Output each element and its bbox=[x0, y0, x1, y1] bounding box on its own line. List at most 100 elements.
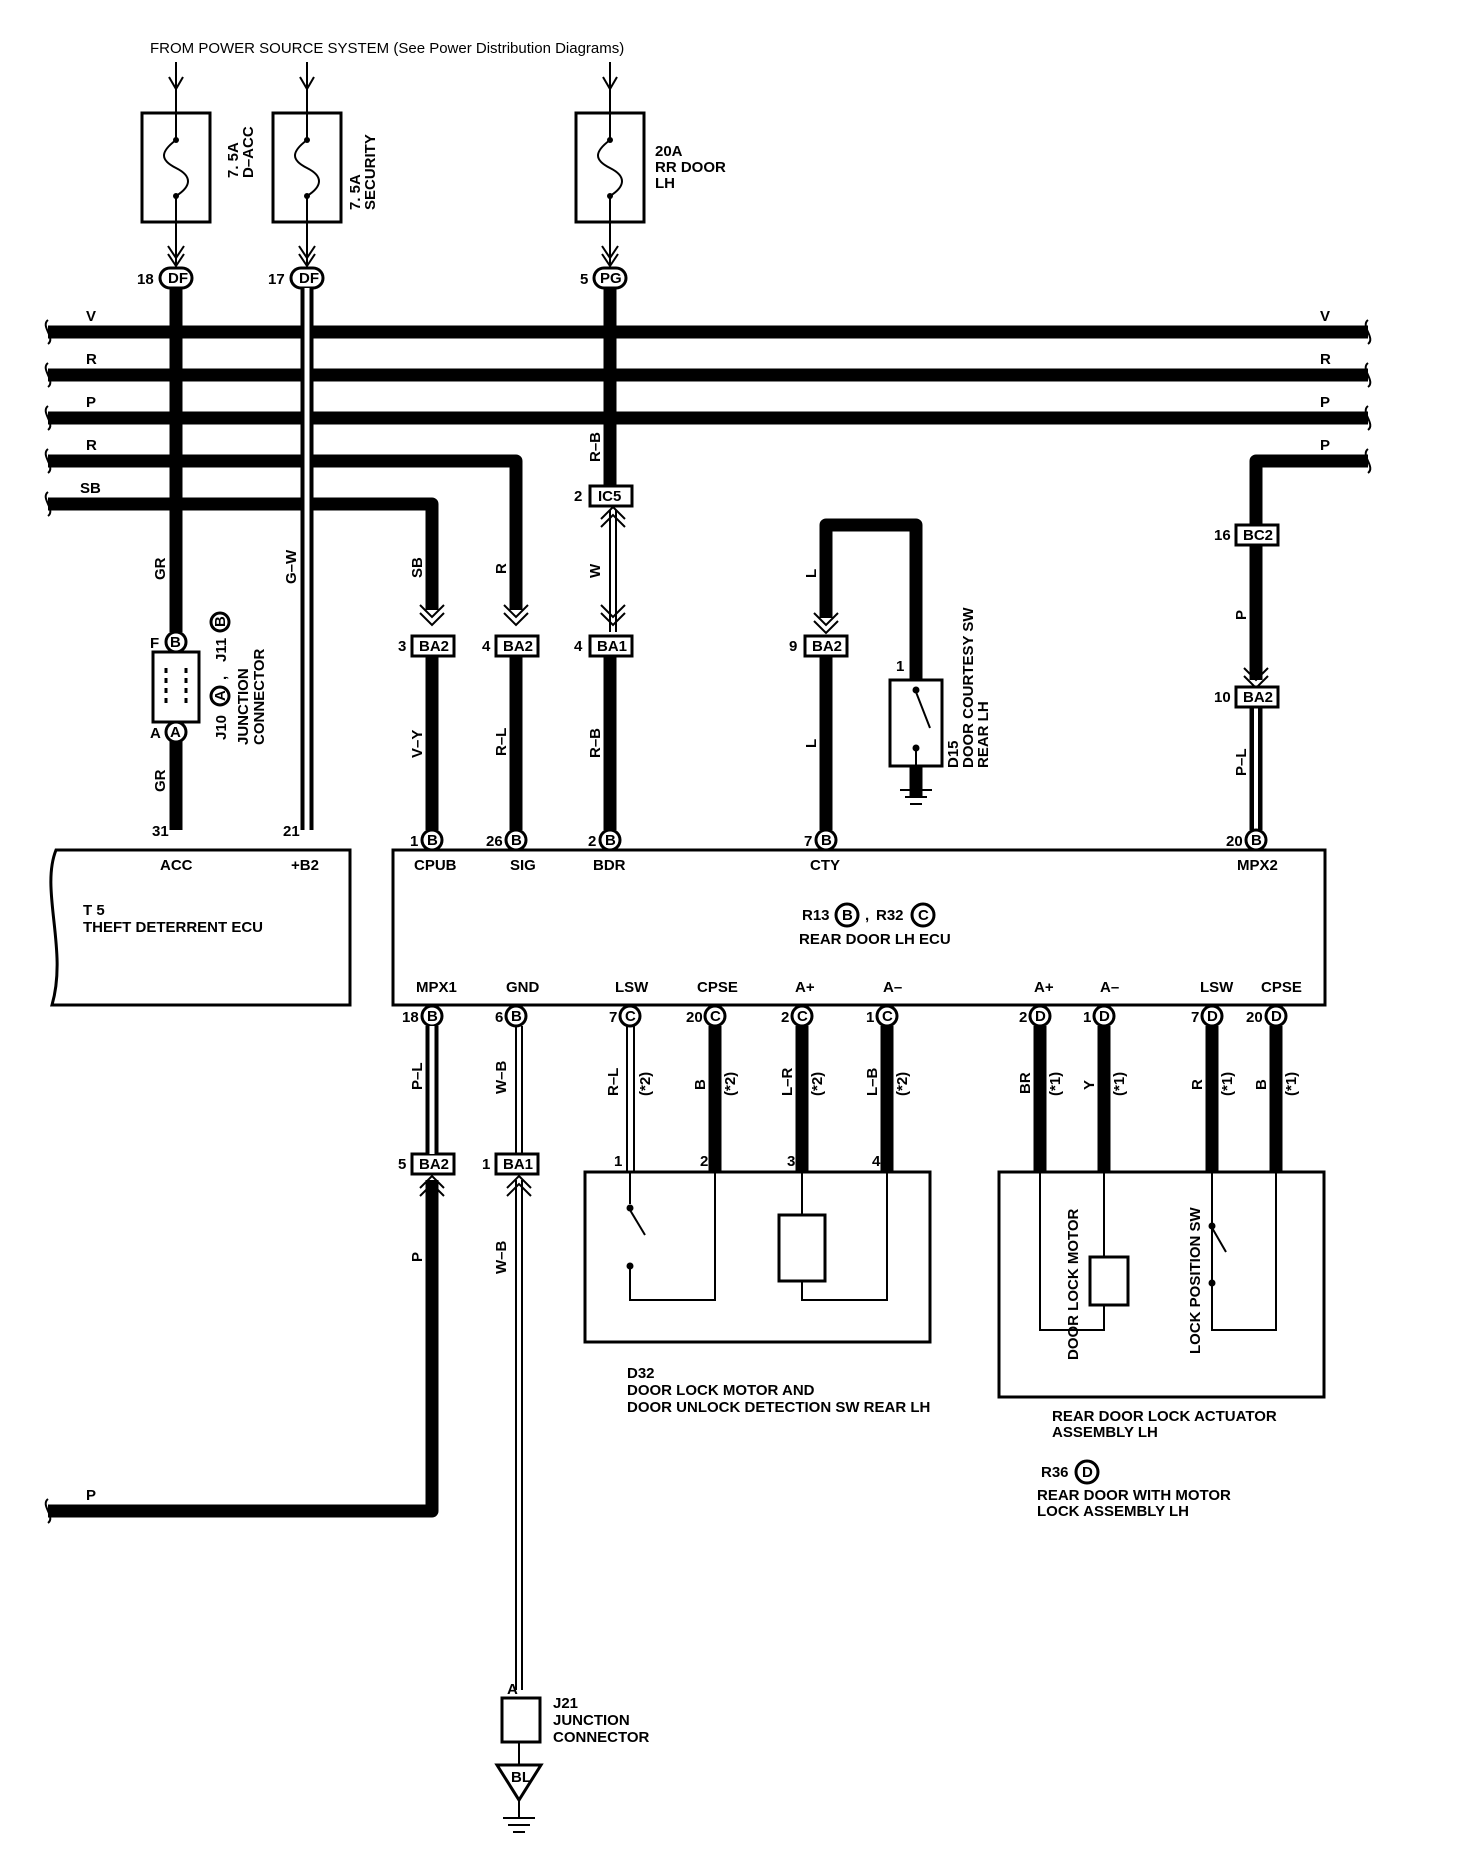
ecu-ref-sep: , bbox=[865, 907, 869, 924]
junction-bottom-pin: A bbox=[150, 725, 161, 742]
feed-arrows bbox=[168, 62, 618, 112]
junction-ref-j11: J11 bbox=[213, 638, 230, 662]
conn-ba2-sb-pin: 3 bbox=[398, 638, 406, 655]
ecu-mpx1-conn: B bbox=[427, 1008, 438, 1025]
wire-w: W bbox=[587, 563, 604, 578]
theft-ecu-acc: ACC bbox=[160, 857, 193, 874]
ecu-aminus-d: A– bbox=[1100, 979, 1119, 996]
d32-pin-3: 3 bbox=[787, 1153, 795, 1170]
conn-ba1-w: BA1 bbox=[597, 638, 627, 655]
bus-label-r2: R bbox=[86, 437, 97, 454]
j21-ground-code: BL bbox=[511, 1769, 531, 1786]
conn-bc2-pin: 16 bbox=[1214, 527, 1231, 544]
j21-ref: J21 bbox=[553, 1695, 578, 1712]
conn-ba1-gnd: BA1 bbox=[503, 1156, 533, 1173]
ecu-gnd-pin: 6 bbox=[495, 1009, 503, 1026]
conn-pg: PG bbox=[600, 270, 622, 287]
actuator-line1: REAR DOOR LOCK ACTUATOR bbox=[1052, 1408, 1277, 1425]
conn-ba2-pl-pin: 10 bbox=[1214, 689, 1231, 706]
actuator-line2: ASSEMBLY LH bbox=[1052, 1424, 1158, 1441]
conn-ba2-sb: BA2 bbox=[419, 638, 449, 655]
wire-gw: G–W bbox=[283, 549, 300, 584]
rear-door-lock-actuator: DOOR LOCK MOTOR LOCK POSITION SW REAR DO… bbox=[997, 1170, 1326, 1520]
d32-pin-2: 2 bbox=[700, 1153, 708, 1170]
j21-line2: CONNECTOR bbox=[553, 1729, 650, 1746]
power-source-title: FROM POWER SOURCE SYSTEM (See Power Dist… bbox=[150, 40, 624, 57]
junction-bottom-conn: A bbox=[170, 724, 181, 741]
conn-df-1: DF bbox=[168, 270, 188, 287]
ecu-cty: CTY bbox=[810, 857, 840, 874]
junction-connector-j10-j11: B F A A J10 A , J11 B JUNCTION CONNECTOR bbox=[150, 611, 268, 745]
wire-aplus-c-note: (*2) bbox=[809, 1072, 826, 1096]
theft-ecu-pin-21: 21 bbox=[283, 823, 300, 840]
theft-deterrent-ecu: T 5 THEFT DETERRENT ECU 31 ACC 21 +B2 bbox=[49, 823, 352, 1007]
conn-ba2-r: BA2 bbox=[503, 638, 533, 655]
ecu-ref-r32: R32 bbox=[876, 907, 904, 924]
bus-label-r-right: R bbox=[1320, 351, 1331, 368]
wire-l-1: L bbox=[803, 569, 820, 578]
conn-bc2: BC2 bbox=[1243, 527, 1273, 544]
junction-ref-b: B bbox=[212, 616, 229, 627]
wire-lsw-d: R bbox=[1189, 1079, 1206, 1090]
conn-ba2-pl: BA2 bbox=[1243, 689, 1273, 706]
ecu-lsw-d: LSW bbox=[1200, 979, 1234, 996]
upper-wire-labels: GR G–W SB R R–B W L P V–Y R–L R–B L P–L … bbox=[152, 432, 1250, 792]
ecu-aminus-c: A– bbox=[883, 979, 902, 996]
wire-wb-2: W–B bbox=[493, 1241, 510, 1275]
wire-aplus-c: L–R bbox=[779, 1067, 796, 1096]
conn-ba2-l: BA2 bbox=[812, 638, 842, 655]
wire-gr-2: GR bbox=[152, 769, 169, 792]
bus-label-sb: SB bbox=[80, 480, 101, 497]
fuse-security: 7. 5A SECURITY bbox=[271, 111, 379, 224]
ecu-gnd: GND bbox=[506, 979, 540, 996]
wire-cpse-d: B bbox=[1253, 1079, 1270, 1090]
wire-aminus-d-note: (*1) bbox=[1111, 1072, 1128, 1096]
junction-label-1: JUNCTION bbox=[235, 668, 252, 745]
lower-wire-labels: P–L W–B P W–B P R–L (*2) B (*2) L–R (*2)… bbox=[86, 1061, 1300, 1505]
ecu-sig-pin: 26 bbox=[486, 833, 503, 850]
j21-line1: JUNCTION bbox=[553, 1712, 630, 1729]
wire-cpse-c-note: (*2) bbox=[722, 1072, 739, 1096]
ecu-sig-conn: B bbox=[511, 832, 522, 849]
ecu-ref-c: C bbox=[918, 907, 929, 924]
ecu-cpse-c-conn: C bbox=[710, 1008, 721, 1025]
d32-line1: DOOR LOCK MOTOR AND bbox=[627, 1382, 815, 1399]
conn-df-1-pin: 18 bbox=[137, 271, 154, 288]
ecu-aminus-c-pin: 1 bbox=[866, 1009, 874, 1026]
bus-label-v: V bbox=[86, 308, 96, 325]
ecu-ref-r13: R13 bbox=[802, 907, 830, 924]
junction-top-conn: B bbox=[170, 634, 181, 651]
bus-label-p-right: P bbox=[1320, 394, 1330, 411]
conn-ic5-pin: 2 bbox=[574, 488, 582, 505]
inline-connectors: IC5 2 BA2 3 BA2 4 BA1 4 BA2 9 BC2 16 BA2… bbox=[398, 484, 1280, 1176]
fuse-dacc-amp: 7. 5A bbox=[225, 142, 242, 178]
bus-label-v-right: V bbox=[1320, 308, 1330, 325]
conn-ba2-r-pin: 4 bbox=[482, 638, 491, 655]
d32-ref: D32 bbox=[627, 1365, 655, 1382]
junction-sep: , bbox=[213, 676, 230, 680]
fuse-out-arrows bbox=[167, 222, 619, 268]
junction-ref-a: A bbox=[212, 690, 229, 701]
ecu-aminus-c-conn: C bbox=[882, 1008, 893, 1025]
ecu-aplus-c-conn: C bbox=[797, 1008, 808, 1025]
actuator-sub1: REAR DOOR WITH MOTOR bbox=[1037, 1487, 1231, 1504]
theft-ecu-name: THEFT DETERRENT ECU bbox=[83, 919, 263, 936]
fuse-rrdoor-name2: LH bbox=[655, 175, 675, 192]
actuator-ref: R36 bbox=[1041, 1464, 1069, 1481]
ecu-cpub: CPUB bbox=[414, 857, 457, 874]
ecu-name: REAR DOOR LH ECU bbox=[799, 931, 951, 948]
ecu-sig: SIG bbox=[510, 857, 536, 874]
bus-labels: V R P R SB V R P P bbox=[80, 308, 1331, 497]
ecu-cpse-d: CPSE bbox=[1261, 979, 1302, 996]
wire-p-1: P bbox=[1233, 610, 1250, 620]
conn-ic5: IC5 bbox=[598, 488, 621, 505]
ecu-lsw-c: LSW bbox=[615, 979, 649, 996]
wire-aminus-c-note: (*2) bbox=[894, 1072, 911, 1096]
wire-vy: V–Y bbox=[409, 730, 426, 758]
wire-aminus-c: L–B bbox=[864, 1067, 881, 1096]
ecu-cty-pin: 7 bbox=[804, 833, 812, 850]
ecu-bdr-pin: 2 bbox=[588, 833, 596, 850]
fuse-security-name: SECURITY bbox=[362, 134, 379, 210]
courtesy-sw-line1: DOOR COURTESY SW bbox=[960, 607, 977, 768]
